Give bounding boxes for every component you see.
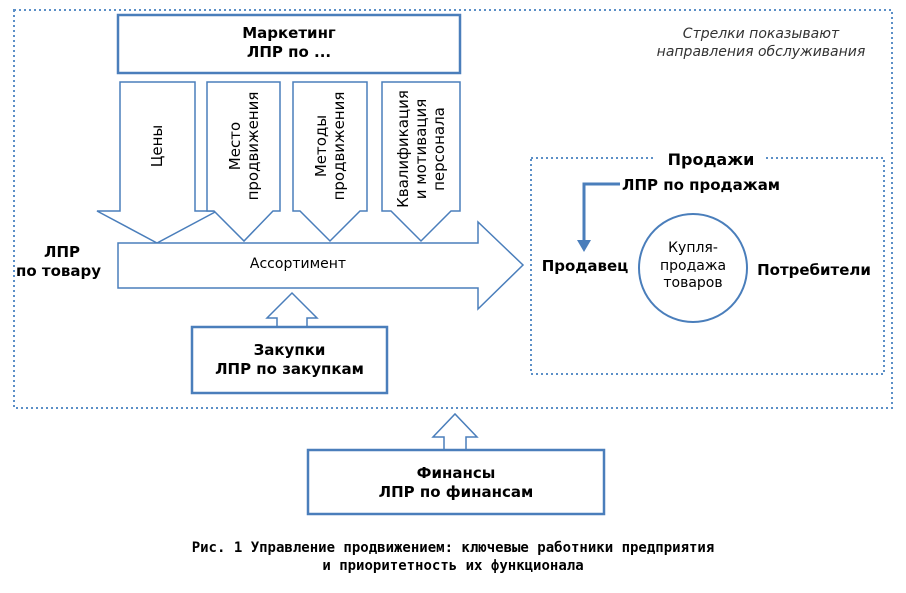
- assortment-arrow: [117, 220, 525, 311]
- purchases-label: Закупки ЛПР по закупкам: [192, 341, 387, 379]
- finance-title: Финансы: [416, 464, 496, 482]
- consumers-label: Потребители: [757, 261, 871, 279]
- lpr-product-label: ЛПР по товару: [16, 243, 102, 280]
- sales-title: Продажи: [656, 150, 766, 170]
- column-label-prices: Цены: [148, 124, 166, 168]
- circle-label: Купля- продажа товаров: [659, 240, 727, 291]
- marketing-title: Маркетинг: [242, 24, 336, 42]
- finance-up-arrow: [431, 412, 479, 451]
- figure-caption: Рис. 1 Управление продвижением: ключевые…: [60, 540, 846, 575]
- sales-lpr-arrowhead: [577, 240, 591, 252]
- column-label-methods: Методы продвижения: [312, 91, 348, 201]
- column-arrow-methods: [292, 81, 368, 243]
- finance-subtitle: ЛПР по финансам: [378, 482, 534, 501]
- marketing-box: [116, 13, 462, 75]
- marketing-label: Маркетинг ЛПР по ...: [118, 24, 460, 62]
- note-text: Стрелки показывают направления обслужива…: [636, 26, 886, 61]
- caption-line-2: и приоритетность их функционала: [322, 557, 584, 574]
- sales-lpr-arrow: [582, 182, 620, 242]
- purchases-up-arrow: [265, 291, 319, 328]
- caption-line-1: Рис. 1 Управление продвижением: ключевые…: [191, 540, 715, 556]
- purchases-box: [190, 325, 389, 395]
- outer-dotted-frame: [13, 9, 893, 409]
- column-label-staff: Квалификация и мотивация персонала: [394, 90, 448, 208]
- column-arrow-prices: [96, 81, 218, 244]
- column-arrow-staff: [381, 81, 461, 243]
- assortment-label: Ассортимент: [249, 256, 347, 272]
- purchases-title: Закупки: [253, 341, 326, 359]
- sales-lpr-label: ЛПР по продажам: [622, 176, 781, 194]
- marketing-subtitle: ЛПР по ...: [246, 42, 332, 61]
- purchases-subtitle: ЛПР по закупкам: [215, 359, 364, 378]
- note-line-1: Стрелки показывают: [682, 26, 840, 42]
- column-label-place: Место продвижения: [226, 91, 262, 201]
- purchase-sale-circle: [638, 213, 748, 323]
- finance-label: Финансы ЛПР по финансам: [308, 464, 604, 502]
- seller-label: Продавец: [541, 257, 629, 275]
- column-arrow-place: [206, 81, 281, 243]
- finance-box: [306, 448, 606, 516]
- note-line-2: направления обслуживания: [656, 43, 866, 60]
